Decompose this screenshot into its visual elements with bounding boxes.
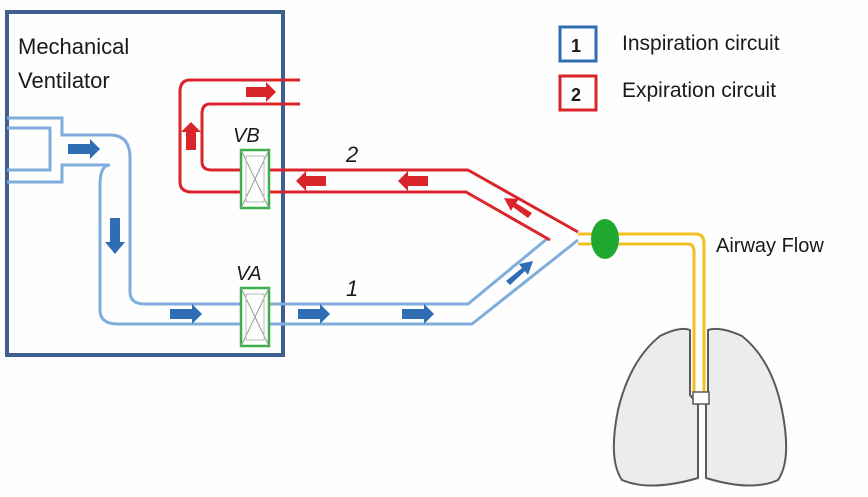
valve-b-label: VB: [233, 125, 260, 147]
valve-a: [239, 286, 271, 348]
ventilator-label-line2: Ventilator: [18, 68, 110, 93]
arrow-left-icon: [296, 171, 326, 191]
arrow-down-icon: [105, 218, 125, 254]
airway-tube: [578, 232, 706, 392]
arrow-up-left-icon: [504, 198, 532, 218]
arrow-right-icon: [246, 82, 276, 102]
inspiration-circuit-number: 1: [346, 276, 358, 301]
arrow-right-icon: [402, 304, 434, 324]
legend-number-inspiration: 1: [571, 36, 581, 56]
legend-number-expiration: 2: [571, 85, 581, 105]
legend-label-expiration: Expiration circuit: [622, 79, 776, 102]
legend: 1 Inspiration circuit 2 Expiration circu…: [558, 25, 780, 112]
valve-b: [239, 148, 271, 210]
arrow-right-icon: [298, 304, 330, 324]
flow-junction: [591, 219, 619, 259]
legend-swatch-inspiration: [558, 25, 598, 63]
expiration-arrows: [181, 82, 532, 218]
lungs: [612, 327, 788, 487]
arrow-up-right-icon: [506, 261, 533, 285]
ventilator-outlet: [7, 116, 110, 184]
arrow-up-icon: [181, 122, 201, 150]
airway-flow-label: Airway Flow: [716, 235, 824, 257]
arrow-right-icon: [68, 139, 100, 159]
legend-label-inspiration: Inspiration circuit: [622, 32, 780, 55]
arrow-right-icon: [170, 304, 202, 324]
expiration-circuit-number: 2: [345, 142, 358, 167]
valve-a-label: VA: [236, 263, 262, 285]
arrow-left-icon: [398, 171, 428, 191]
ventilator-label-line1: Mechanical: [18, 34, 129, 59]
legend-swatch-expiration: [558, 74, 598, 112]
left-lung: [612, 327, 699, 487]
trachea-gap: [692, 391, 710, 405]
right-lung: [705, 327, 788, 487]
expiration-tube: [178, 78, 579, 242]
inspiration-arrows: [68, 139, 533, 324]
inspiration-tube: [98, 133, 579, 326]
